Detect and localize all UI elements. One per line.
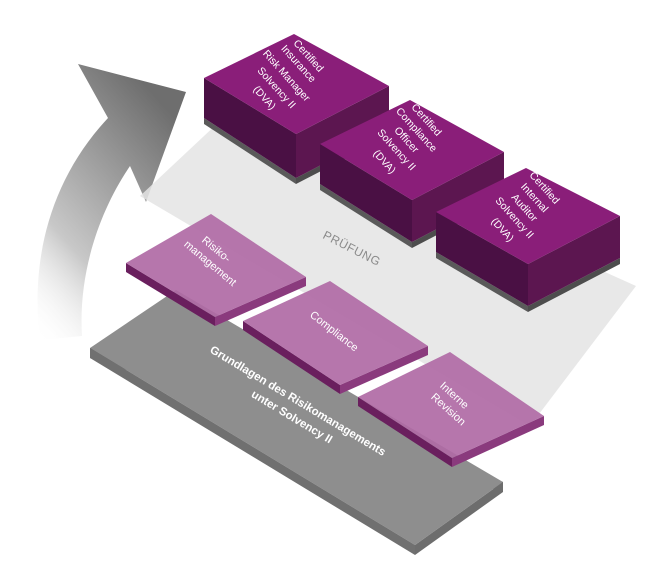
exam-plane xyxy=(140,106,636,426)
certificate-block-risk-manager: Certified Insurance Risk Manager Solvenc… xyxy=(204,34,389,184)
certificate-block-internal-auditor: Certified Internal Auditor Solvency II (… xyxy=(436,168,620,312)
base-slab: Grundlagen des Risikomanagements unter S… xyxy=(90,290,503,555)
progress-arrow xyxy=(37,64,186,340)
module-risikomanagement: Risiko- management xyxy=(126,214,306,326)
module-compliance: Compliance xyxy=(243,281,428,394)
module-interne-revision: Interne Revision xyxy=(358,352,544,467)
